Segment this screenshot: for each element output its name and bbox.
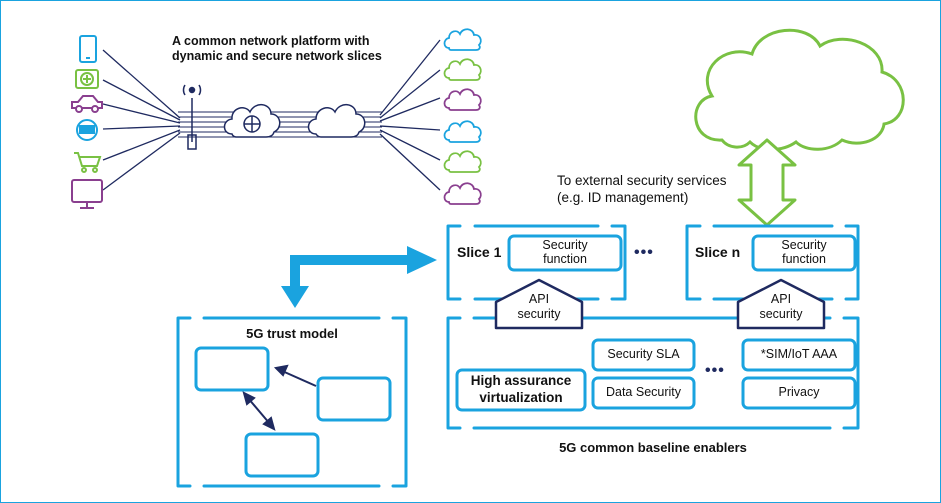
cloud-icon xyxy=(443,120,482,143)
external-link-double-arrow xyxy=(737,138,797,227)
header-text: A common network platform with dynamic a… xyxy=(172,34,382,64)
cloud-icon xyxy=(443,28,482,51)
external-line-2: (e.g. ID management) xyxy=(557,190,689,205)
sim-iot-aaa-box xyxy=(741,338,857,372)
slice-1-title: Slice 1 xyxy=(457,244,502,260)
header-line-1: A common network platform with xyxy=(172,34,370,48)
api-security-house xyxy=(736,278,826,330)
external-line-1: To external security services xyxy=(557,173,727,188)
api-line-1: API xyxy=(770,292,792,306)
security-function-line-2: function xyxy=(782,252,826,266)
external-services-text: To external security services (e.g. ID m… xyxy=(557,172,727,206)
api-security-house xyxy=(494,278,584,330)
high-assurance-virtualization-label: High assurance virtualization xyxy=(457,372,585,406)
cloud-icon xyxy=(443,88,482,111)
security-sla-box xyxy=(591,338,696,372)
meter-icon xyxy=(76,119,98,141)
device-connection-lines xyxy=(102,49,181,191)
slice-to-trust-arrow xyxy=(281,246,437,308)
cloud-icon xyxy=(443,58,482,81)
security-function-box xyxy=(507,234,623,272)
trust-arrow xyxy=(247,397,271,425)
slice-ellipsis: ••• xyxy=(634,244,654,261)
api-line-2: security xyxy=(759,307,803,321)
trust-node-box xyxy=(316,376,392,422)
header-line-2: dynamic and secure network slices xyxy=(172,49,382,63)
baseline-caption: 5G common baseline enablers xyxy=(559,440,747,455)
security-sla-label: Security SLA xyxy=(607,347,680,361)
network-cloud-icon xyxy=(307,104,366,138)
trust-model-box xyxy=(176,316,408,488)
antenna-tower-icon xyxy=(182,84,202,150)
api-line-2: security xyxy=(517,307,561,321)
trust-arrow-head xyxy=(242,391,256,406)
trust-model-title: 5G trust model xyxy=(246,326,338,341)
cloud-icon xyxy=(443,150,482,173)
trust-arrow-head xyxy=(273,364,289,377)
high-assurance-virtualization-box xyxy=(455,368,587,412)
slice-n-security-function-label: Security function xyxy=(753,238,855,266)
globe-cloud-icon xyxy=(223,104,281,138)
shopping-cart-icon xyxy=(74,152,102,173)
privacy-label: Privacy xyxy=(778,385,820,399)
trust-arrow-head xyxy=(262,416,276,431)
security-function-line-2: function xyxy=(543,252,587,266)
privacy-box xyxy=(741,376,857,410)
hav-line-2: virtualization xyxy=(479,390,563,405)
security-function-box xyxy=(751,234,857,272)
cloud-icon xyxy=(443,182,482,205)
data-security-label: Data Security xyxy=(605,385,682,399)
trust-arrow xyxy=(279,369,317,387)
data-security-box xyxy=(591,376,696,410)
hav-line-1: High assurance xyxy=(470,373,572,388)
security-function-line-1: Security xyxy=(542,238,588,252)
trust-node-box xyxy=(244,432,320,478)
car-icon xyxy=(71,95,103,113)
cloud-connection-lines xyxy=(379,39,441,191)
api-line-1: API xyxy=(528,292,550,306)
slice-n-api-security-label: API security xyxy=(738,292,824,322)
sim-iot-aaa-label: *SIM/IoT AAA xyxy=(760,347,838,361)
slice-1-security-function-label: Security function xyxy=(509,238,621,266)
baseline-ellipsis: ••• xyxy=(705,362,725,379)
slice-1-api-security-label: API security xyxy=(496,292,582,322)
medical-kit-icon xyxy=(75,69,99,89)
monitor-icon xyxy=(71,179,103,209)
security-function-line-1: Security xyxy=(781,238,827,252)
smartphone-icon xyxy=(79,35,97,63)
slice-n-title: Slice n xyxy=(695,244,741,260)
external-cloud-icon xyxy=(694,28,905,151)
trust-node-box xyxy=(194,346,270,392)
